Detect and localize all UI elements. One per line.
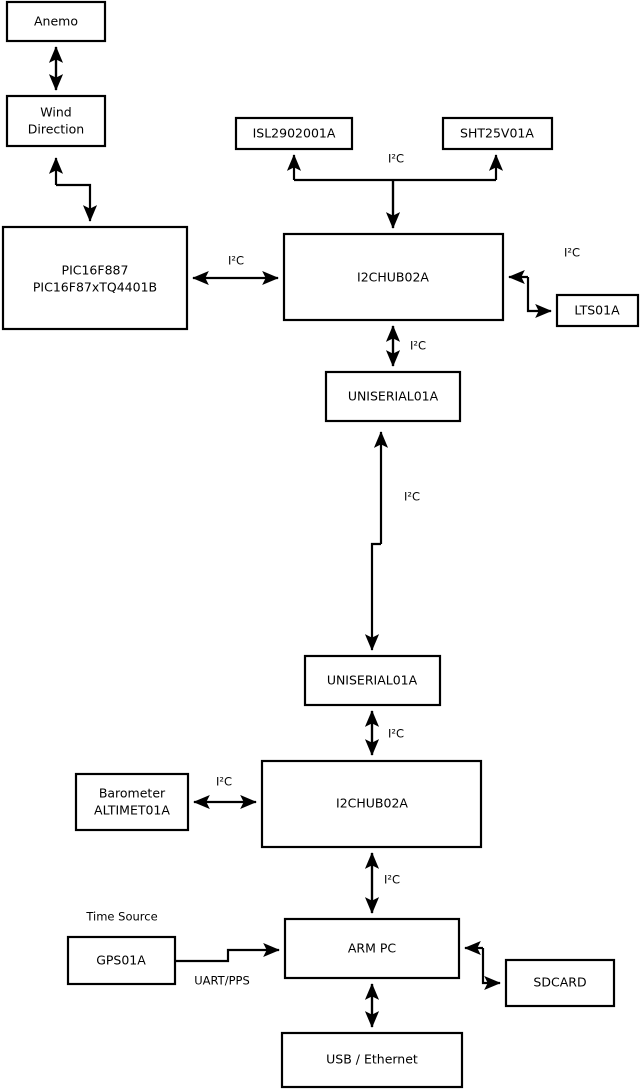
node-isl2902001a[interactable]: ISL2902001A — [234, 116, 354, 151]
node-usb-ethernet-label: USB / Ethernet — [326, 1052, 418, 1067]
node-arm-pc-label: ARM PC — [348, 941, 397, 956]
node-wind-direction[interactable]: Wind Direction — [5, 94, 107, 148]
edge-uniserial-link — [364, 431, 389, 651]
node-sdcard-box[interactable] — [504, 958, 616, 1008]
node-i2chub02a-top-box[interactable] — [282, 232, 505, 322]
node-arm-pc[interactable]: ARM PC — [283, 917, 461, 980]
node-sht25v01a[interactable]: SHT25V01A — [441, 116, 554, 151]
node-barometer-box[interactable] — [74, 772, 190, 832]
node-uniserial01a-bottom-box[interactable] — [303, 654, 442, 707]
node-arm-pc-box[interactable] — [283, 917, 461, 980]
node-uniserial01a-top-label: UNISERIAL01A — [348, 389, 439, 404]
edge-arrow-to-armpc — [175, 942, 280, 963]
node-sdcard-label: SDCARD — [533, 975, 586, 990]
node-pic-label-line2: PIC16F87xTQ4401B — [33, 280, 157, 295]
node-sht25v01a-label: SHT25V01A — [460, 126, 534, 141]
edge-label-uniserial-link: I²C — [404, 490, 420, 504]
free-label-time-source: Time Source — [85, 910, 157, 924]
node-isl2902001a-label: ISL2902001A — [253, 126, 336, 141]
node-i2chub02a-top[interactable]: I2CHUB02A — [282, 232, 505, 322]
node-lts01a-label: LTS01A — [574, 303, 620, 318]
node-anemo-box[interactable] — [5, 0, 107, 43]
edge-armpc-sdcard — [464, 940, 501, 991]
edge-gps-armpc — [175, 942, 280, 963]
edge-label-uniserial-i2chub: I²C — [388, 727, 404, 741]
edge-label-gps-armpc: UART/PPS — [194, 974, 250, 988]
node-i2chub02a-bottom-label: I2CHUB02A — [336, 796, 408, 811]
node-sdcard[interactable]: SDCARD — [504, 958, 616, 1008]
node-anemo[interactable]: Anemo — [5, 0, 107, 43]
node-pic[interactable]: PIC16F887 PIC16F87xTQ4401B — [1, 225, 189, 331]
edge-label-i2chub-sensors: I²C — [388, 152, 404, 166]
node-uniserial01a-bottom[interactable]: UNISERIAL01A — [303, 654, 442, 707]
node-barometer-label-line1: Barometer — [99, 786, 166, 801]
edge-arrow-down — [56, 183, 98, 222]
node-uniserial01a-bottom-label: UNISERIAL01A — [327, 673, 418, 688]
edge-i2chub-top-sensors — [286, 154, 504, 229]
node-i2chub02a-bottom-box[interactable] — [260, 759, 483, 849]
node-uniserial01a-top-box[interactable] — [324, 370, 462, 423]
node-isl2902001a-box[interactable] — [234, 116, 354, 151]
node-lts01a[interactable]: LTS01A — [555, 293, 640, 328]
node-usb-ethernet[interactable]: USB / Ethernet — [280, 1031, 464, 1089]
edge-label-i2chub-uniserial: I²C — [410, 339, 426, 353]
node-gps01a-box[interactable] — [66, 935, 177, 986]
node-i2chub02a-bottom[interactable]: I2CHUB02A — [260, 759, 483, 849]
edge-label-pic-i2chub: I²C — [228, 254, 244, 268]
edge-label-barometer-i2chub: I²C — [216, 775, 232, 789]
node-gps01a[interactable]: GPS01A — [66, 935, 177, 986]
node-gps01a-label: GPS01A — [96, 953, 146, 968]
node-wind-direction-label-line2: Direction — [28, 122, 84, 137]
edge-arrow-down — [364, 542, 381, 651]
node-i2chub02a-top-label: I2CHUB02A — [357, 270, 429, 285]
node-uniserial01a-top[interactable]: UNISERIAL01A — [324, 370, 462, 423]
node-usb-ethernet-box[interactable] — [280, 1031, 464, 1089]
node-lts01a-box[interactable] — [555, 293, 640, 328]
node-pic-label-line1: PIC16F887 — [62, 263, 129, 278]
edge-arrow-to-lts — [526, 277, 552, 319]
edge-label-i2chub-armpc: I²C — [384, 873, 400, 887]
edge-wind-direction-pic — [48, 157, 98, 222]
edge-label-i2chub-lts: I²C — [564, 246, 580, 260]
node-pic-box[interactable] — [1, 225, 189, 331]
edge-i2chub-top-lts — [508, 269, 552, 319]
edge-arrow-to-sdcard — [481, 948, 501, 991]
node-barometer-label-line2: ALTIMET01A — [94, 803, 170, 818]
node-wind-direction-label-line1: Wind — [40, 105, 71, 120]
node-barometer[interactable]: Barometer ALTIMET01A — [74, 772, 190, 832]
node-wind-direction-box[interactable] — [5, 94, 107, 148]
node-anemo-label: Anemo — [34, 14, 78, 29]
node-sht25v01a-box[interactable] — [441, 116, 554, 151]
